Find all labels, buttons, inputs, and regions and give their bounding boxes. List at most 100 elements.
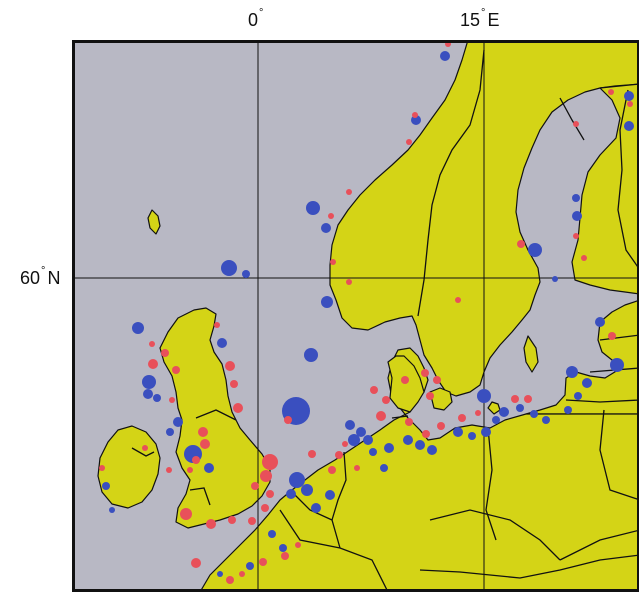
blue-marker <box>453 427 463 437</box>
red-marker <box>260 470 272 482</box>
observation-markers <box>99 41 634 584</box>
blue-marker <box>173 417 183 427</box>
blue-marker <box>345 420 355 430</box>
red-marker <box>225 361 235 371</box>
blue-marker <box>204 463 214 473</box>
red-marker <box>437 422 445 430</box>
border-baltic-1 <box>599 334 639 341</box>
blue-marker <box>574 392 582 400</box>
red-marker <box>426 392 434 400</box>
red-marker <box>233 403 243 413</box>
blue-marker <box>624 91 634 101</box>
red-marker <box>573 233 579 239</box>
blue-marker <box>321 296 333 308</box>
blue-marker <box>268 530 276 538</box>
red-marker <box>248 517 256 525</box>
border-france <box>279 509 389 592</box>
red-marker <box>99 465 105 471</box>
blue-marker <box>321 223 331 233</box>
border-wales <box>189 487 211 506</box>
blue-marker <box>217 571 223 577</box>
red-marker <box>346 189 352 195</box>
red-marker <box>406 139 412 145</box>
blue-marker <box>477 389 491 403</box>
landmass-gotland <box>523 335 539 373</box>
blue-marker <box>153 394 161 402</box>
border-poland-south <box>559 529 639 561</box>
red-marker <box>161 349 169 357</box>
blue-marker <box>468 432 476 440</box>
red-marker <box>148 359 158 369</box>
blue-marker <box>306 201 320 215</box>
red-marker <box>262 454 278 470</box>
red-marker <box>226 576 234 584</box>
lon0-value: 0 <box>248 10 259 30</box>
lon15-dir: E <box>487 10 500 30</box>
landmass-finland <box>571 83 639 295</box>
blue-marker <box>166 428 174 436</box>
red-marker <box>295 542 301 548</box>
blue-marker <box>516 404 524 412</box>
blue-marker <box>217 338 227 348</box>
red-marker <box>573 121 579 127</box>
red-marker <box>166 467 172 473</box>
red-marker <box>308 450 316 458</box>
blue-marker <box>286 489 296 499</box>
red-marker <box>433 376 441 384</box>
blue-marker <box>301 484 313 496</box>
red-marker <box>187 467 193 473</box>
blue-marker <box>572 194 580 202</box>
blue-marker <box>289 472 305 488</box>
blue-marker <box>552 276 558 282</box>
blue-marker <box>384 443 394 453</box>
landmass-jutland <box>387 355 425 413</box>
red-marker <box>581 255 587 261</box>
blue-marker <box>566 366 578 378</box>
longitude-label-15e: 15°E <box>460 7 500 31</box>
blue-marker <box>102 482 110 490</box>
blue-marker <box>246 562 254 570</box>
border-poland-russia <box>565 399 639 403</box>
blue-marker <box>242 270 250 278</box>
blue-marker <box>499 407 509 417</box>
red-marker <box>206 519 216 529</box>
landmass-bornholm <box>487 401 501 415</box>
lon0-degree: ° <box>259 7 264 19</box>
red-marker <box>370 386 378 394</box>
red-marker <box>517 240 525 248</box>
border-finland-russia <box>617 89 639 270</box>
blue-marker <box>572 211 582 221</box>
red-marker <box>346 279 352 285</box>
red-marker <box>266 490 274 498</box>
longitude-label-0: 0° <box>248 7 265 31</box>
blue-marker <box>481 427 491 437</box>
border-belarus <box>599 409 639 501</box>
border-austria <box>419 554 639 579</box>
blue-marker <box>440 51 450 61</box>
blue-marker <box>380 464 388 472</box>
blue-marker <box>624 121 634 131</box>
blue-marker <box>403 435 413 445</box>
blue-marker <box>132 322 144 334</box>
lat60-value: 60 <box>20 268 41 288</box>
lon15-value: 15 <box>460 10 481 30</box>
blue-marker <box>109 507 115 513</box>
red-marker <box>198 427 208 437</box>
red-marker <box>376 411 386 421</box>
red-marker <box>328 466 336 474</box>
map-body <box>72 40 639 592</box>
blue-marker <box>369 448 377 456</box>
blue-marker <box>356 427 366 437</box>
red-marker <box>354 465 360 471</box>
red-marker <box>328 213 334 219</box>
red-marker <box>421 369 429 377</box>
border-sweden-finland <box>559 97 585 141</box>
blue-marker <box>325 490 335 500</box>
red-marker <box>401 376 409 384</box>
lon15-degree: ° <box>481 7 486 19</box>
border-ireland-north <box>131 447 155 457</box>
red-marker <box>475 410 481 416</box>
border-czech <box>429 509 561 561</box>
red-marker <box>281 552 289 560</box>
